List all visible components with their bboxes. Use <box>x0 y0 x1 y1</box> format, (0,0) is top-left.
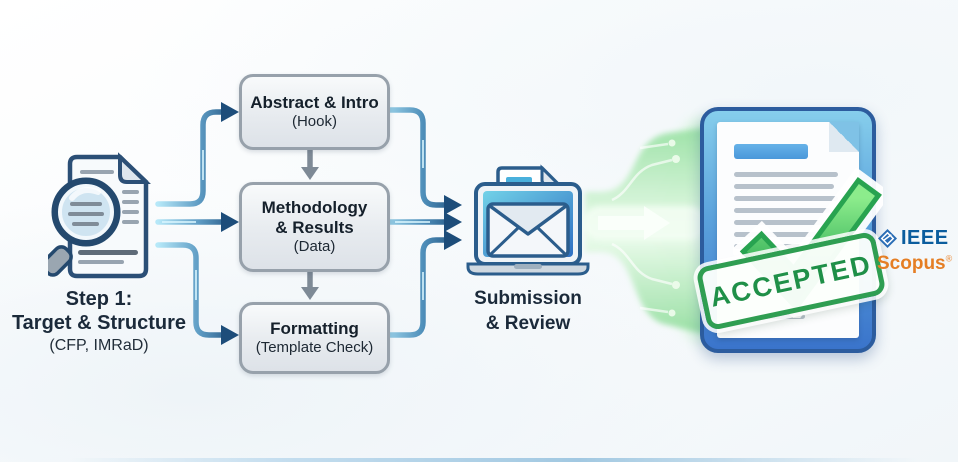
submission-line1: Submission <box>474 288 582 309</box>
ieee-label: IEEE <box>901 227 949 249</box>
document-magnifier-icon <box>48 152 151 279</box>
box-formatting: Formatting (Template Check) <box>239 302 390 374</box>
paper-line <box>734 232 826 237</box>
box-methodology-results: Methodology & Results (Data) <box>239 182 390 272</box>
arrow-glow <box>162 150 204 300</box>
step1-line1: Step 1: <box>65 288 133 310</box>
arrowheads-down <box>301 167 319 300</box>
box-subtitle: (Data) <box>293 237 336 255</box>
accepted-document: ACCEPTED <box>695 107 887 353</box>
box-title-line2: & Results <box>275 217 354 237</box>
box-subtitle: (Hook) <box>291 112 337 130</box>
paper-line <box>734 196 838 201</box>
paper-title-bar <box>734 144 808 159</box>
paper-line <box>734 184 834 189</box>
circuit-dots <box>668 139 680 317</box>
ieee-diamond-icon <box>877 228 898 249</box>
magnifier-handle <box>48 245 73 277</box>
step1-caption: Step 1: Target & Structure (CFP, IMRaD) <box>2 287 196 357</box>
submission-caption: Submission & Review <box>452 287 604 336</box>
laptop-email-icon <box>466 164 590 276</box>
paper-line <box>761 314 805 319</box>
paper-fold-corner <box>829 122 859 152</box>
box-title: Formatting <box>270 318 359 338</box>
circuit-traces <box>611 142 673 314</box>
scopus-label: Scopus <box>877 253 946 274</box>
box-subtitle: (Template Check) <box>255 338 374 356</box>
paper-line <box>734 208 830 213</box>
submission-line2: & Review <box>485 312 571 334</box>
box-title: Methodology <box>261 197 368 217</box>
arrowheads-left <box>221 102 239 345</box>
step1-line3: (CFP, IMRaD) <box>49 337 149 354</box>
envelope-icon <box>486 202 570 258</box>
step1-line2: Target & Structure <box>11 312 187 334</box>
box-abstract-intro: Abstract & Intro (Hook) <box>239 74 390 150</box>
stream-arrow-icon <box>598 206 670 240</box>
index-logos: IEEE Scopus® <box>877 227 957 275</box>
scopus-mark: ® <box>945 253 953 264</box>
box-title: Abstract & Intro <box>250 92 379 112</box>
arrowheads-right <box>444 195 462 250</box>
ieee-logo: IEEE <box>877 227 957 250</box>
arrow-glow-right <box>395 140 430 300</box>
scopus-logo: Scopus® <box>877 253 957 275</box>
paper-line <box>734 172 838 177</box>
paper-line <box>734 220 834 225</box>
bottom-accent-line <box>70 458 918 462</box>
